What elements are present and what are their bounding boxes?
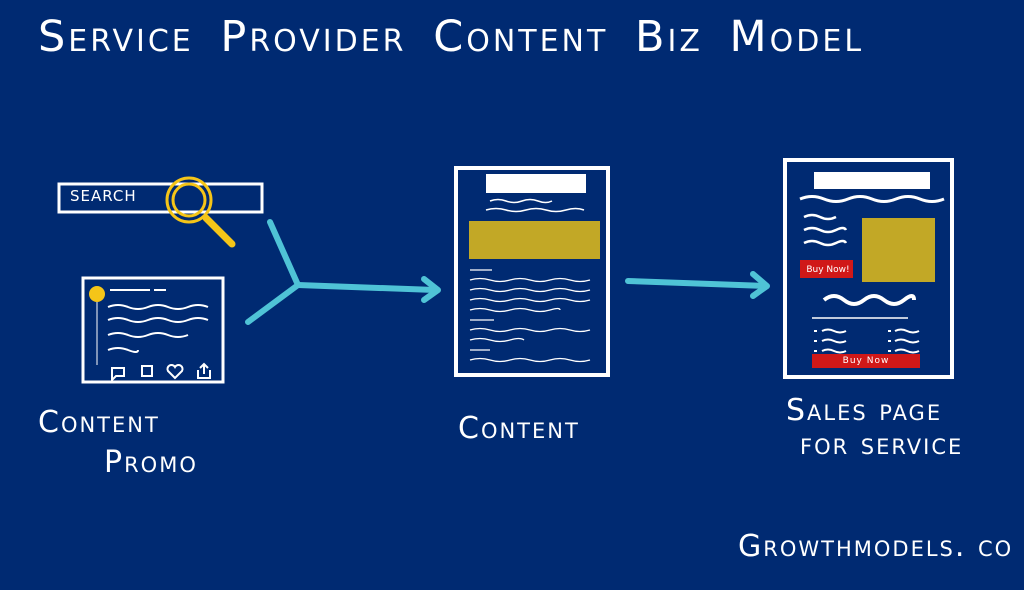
search-bar [57,182,264,214]
content-page [454,166,610,377]
search-bar-text: SEARCH [70,187,137,205]
heart-icon [166,364,184,380]
share-icon [197,362,211,379]
avatar [89,286,105,302]
buy-now-bar-text: Buy Now [842,356,890,366]
comment-icon [111,367,125,383]
page-title: Service Provider Content Biz Model [38,12,865,62]
sales-label-line2: for service [800,427,964,462]
magnifier-icon [165,176,236,248]
sales-page [783,158,954,379]
merge-arrow [245,219,441,325]
buy-now-bar [812,354,920,368]
flow-arrow [625,271,770,299]
buy-now-badge-text: Buy Now! [806,265,850,275]
promo-label-line2: Promo [104,445,198,480]
promo-label-line1: Content [38,405,160,440]
sales-hero-image [862,218,935,282]
content-hero-image [469,221,600,259]
brand-label: Growthmodels. co [738,529,1014,564]
social-post-card [81,276,225,384]
retweet-icon [141,365,153,377]
buy-now-badge [800,260,853,278]
content-label: Content [458,411,580,446]
sales-label-line1: Sales page [786,393,943,428]
